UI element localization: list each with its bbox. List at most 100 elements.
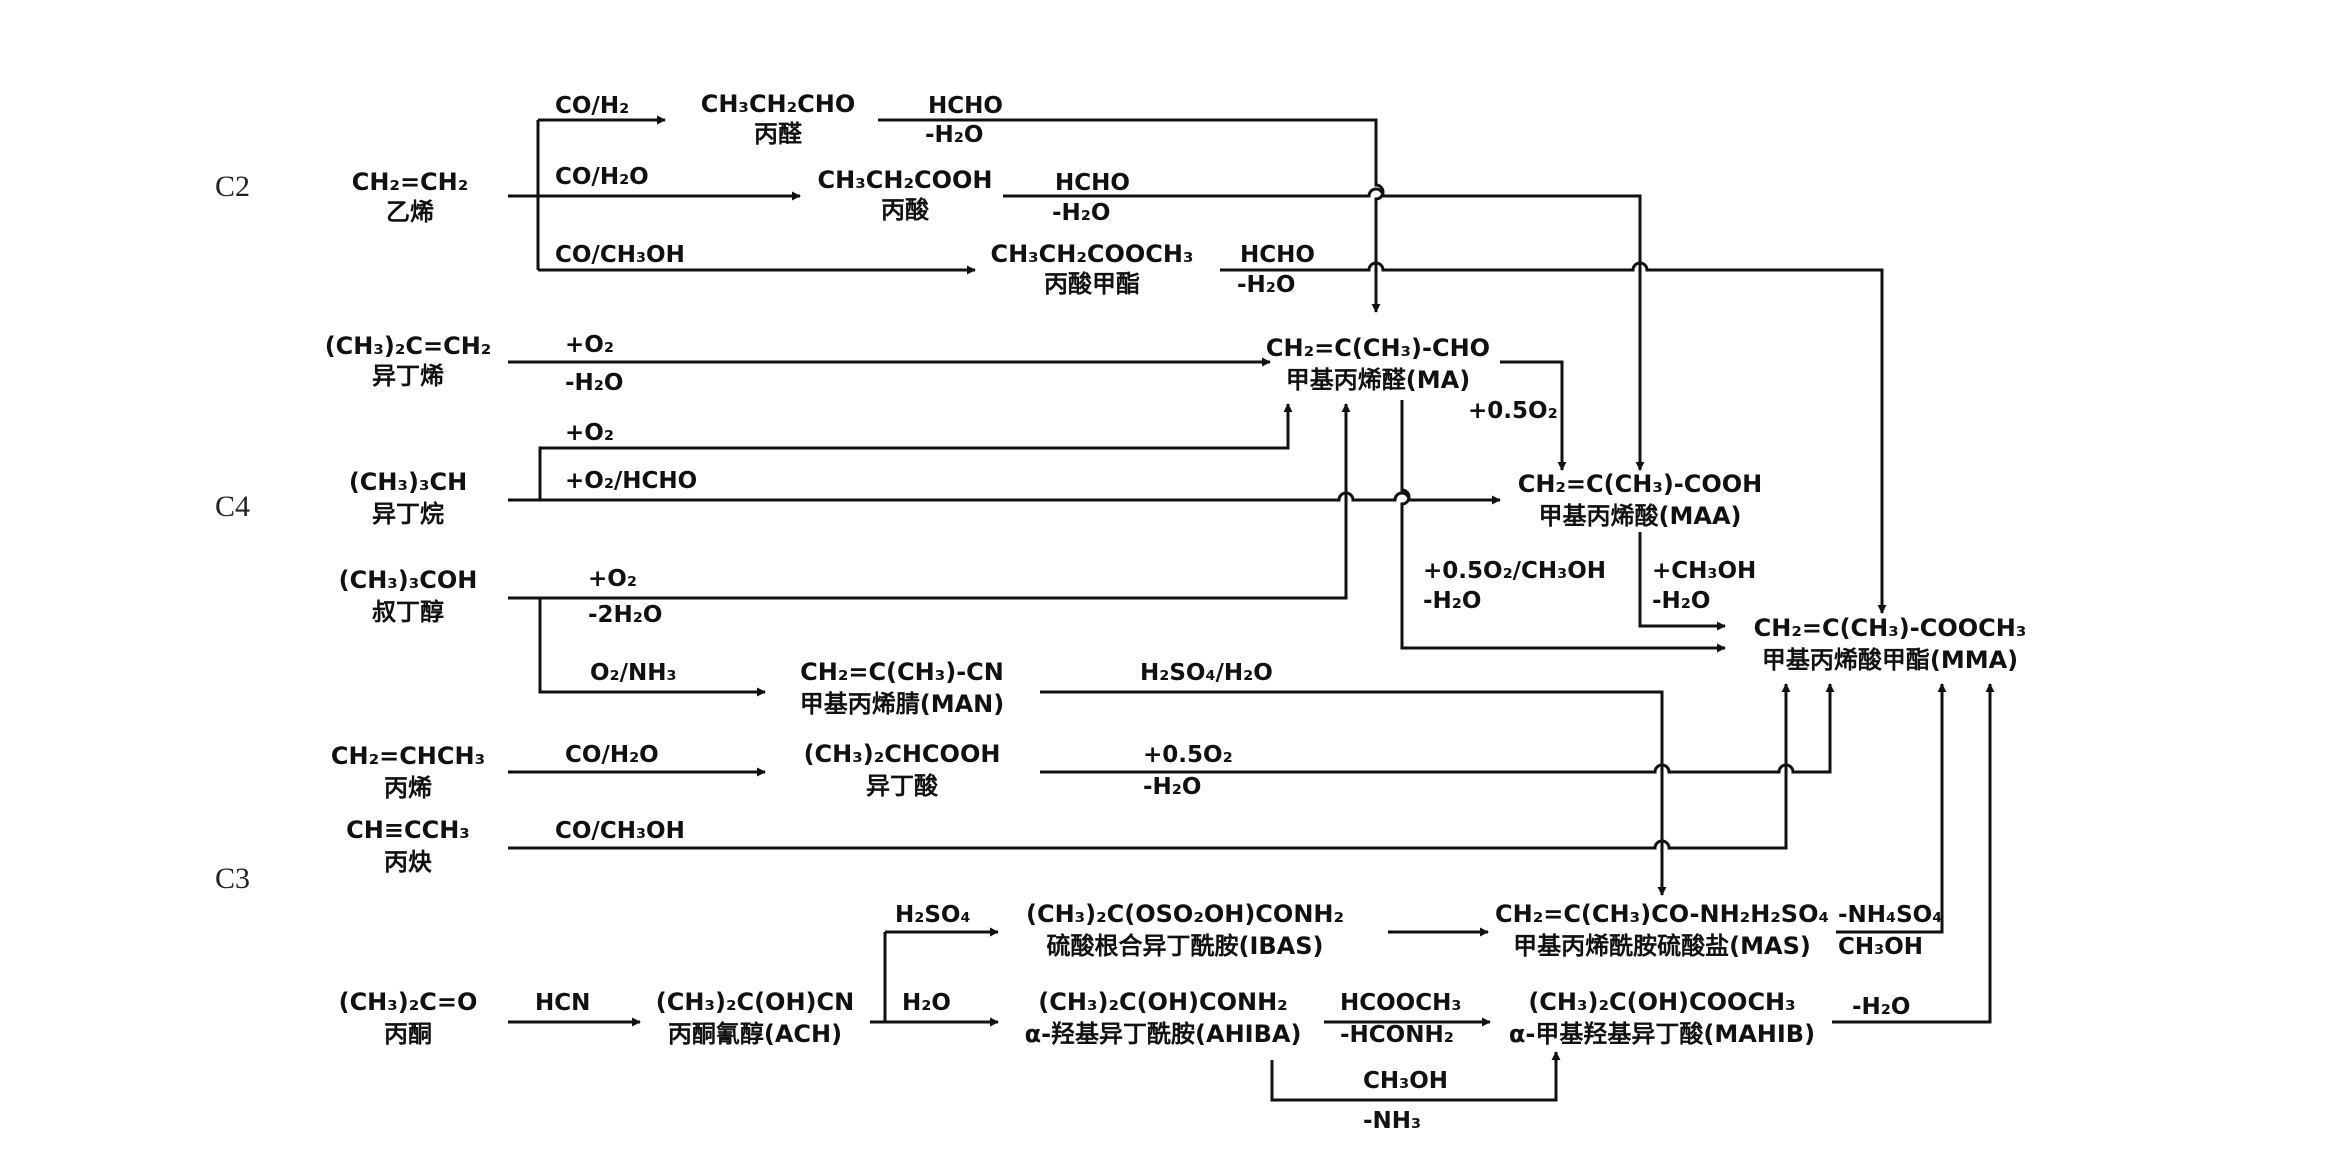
molecule-propanal: CH₃CH₂CHO 丙醛 <box>701 90 856 148</box>
condition-plus-o2: +O₂ <box>588 566 637 592</box>
condition-minus-nh3: -NH₃ <box>1363 1108 1421 1134</box>
arrow-man-to-mas <box>1040 690 1667 896</box>
molecule-name: 甲基丙烯酸(MAA) <box>1539 502 1742 530</box>
molecule-ma: CH₂=C(CH₃)-CHO 甲基丙烯醛(MA) <box>1266 334 1490 394</box>
molecule-name: 丙酸甲酯 <box>1044 270 1140 298</box>
group-label-c3: C3 <box>215 862 250 895</box>
molecule-propylene: CH₂=CHCH₃ 丙烯 <box>331 742 485 802</box>
molecule-formula: CH₂=C(CH₃)-COOCH₃ <box>1754 614 2027 642</box>
condition-h2so4: H₂SO₄ <box>895 902 971 928</box>
molecule-name: 丙醛 <box>754 120 803 148</box>
arrow-tba-to-ma <box>508 403 1351 600</box>
condition-minus-h2o: -H₂O <box>1652 588 1710 614</box>
condition-minus-h2o: -H₂O <box>925 122 983 148</box>
condition-hcn: HCN <box>535 990 590 1016</box>
arrow-ma-to-maa <box>1500 360 1567 471</box>
condition-minus-h2o: -H₂O <box>1143 774 1201 800</box>
molecule-formula: CH₃CH₂COOH <box>818 166 993 194</box>
group-label-c4: C4 <box>215 490 250 523</box>
condition-hcooch3: HCOOCH₃ <box>1340 990 1461 1016</box>
condition-co-h2: CO/H₂ <box>555 93 629 119</box>
molecule-propyne: CH≡CCH₃ 丙炔 <box>346 816 470 876</box>
condition-plus-ch3oh: +CH₃OH <box>1652 558 1756 584</box>
molecule-formula: CH₂=C(CH₃)-CHO <box>1266 334 1490 362</box>
molecule-formula: (CH₃)₂C(OH)COOCH₃ <box>1528 988 1795 1016</box>
molecule-isobutylene: (CH₃)₂C=CH₂ 异丁烯 <box>325 332 492 390</box>
molecule-mahib: (CH₃)₂C(OH)COOCH₃ α-甲基羟基异丁酸(MAHIB) <box>1509 988 1815 1048</box>
condition-ch3oh: CH₃OH <box>1363 1068 1448 1094</box>
molecule-formula: (CH₃)₂C(OH)CN <box>656 988 854 1016</box>
molecule-acetone: (CH₃)₂C=O 丙酮 <box>339 988 478 1048</box>
molecule-formula: (CH₃)₃CH <box>349 468 467 496</box>
condition-minus-2h2o: -2H₂O <box>588 602 662 628</box>
molecule-tba: (CH₃)₃COH 叔丁醇 <box>339 566 478 626</box>
arrow-isobutane-to-maa <box>508 491 1501 505</box>
molecule-ethylene: CH₂=CH₂ 乙烯 <box>352 168 469 226</box>
reaction-arrows <box>508 115 1995 1102</box>
molecule-name: 乙烯 <box>386 198 434 226</box>
molecule-formula: CH₂=CH₂ <box>352 168 469 196</box>
molecule-name: 丙炔 <box>384 848 432 876</box>
condition-minus-h2o: -H₂O <box>1423 588 1481 614</box>
molecule-name: 异丁酸 <box>866 772 939 800</box>
molecule-formula: CH₂=C(CH₃)-CN <box>800 658 1004 686</box>
condition-labels: CO/H₂ CO/H₂O CO/CH₃OH HCHO -H₂O HCHO -H₂… <box>535 93 1942 1134</box>
condition-plus-half-o2-ch3oh: +0.5O₂/CH₃OH <box>1423 558 1606 584</box>
molecule-formula: CH₂=C(CH₃)-COOH <box>1518 470 1763 498</box>
molecule-name: 丙酮 <box>384 1020 432 1048</box>
condition-plus-half-o2: +0.5O₂ <box>1143 742 1233 768</box>
molecule-name: 甲基丙烯腈(MAN) <box>800 690 1004 718</box>
molecule-name: 丙酮氰醇(ACH) <box>668 1020 842 1048</box>
molecule-ach: (CH₃)₂C(OH)CN 丙酮氰醇(ACH) <box>656 988 854 1048</box>
arrow-maa-to-mma <box>1638 532 1726 631</box>
molecule-propionic-acid: CH₃CH₂COOH 丙酸 <box>818 166 993 224</box>
molecule-name: 异丁烷 <box>372 500 444 528</box>
condition-h2so4-h2o: H₂SO₄/H₂O <box>1140 660 1273 686</box>
condition-co-ch3oh: CO/CH₃OH <box>555 242 685 268</box>
molecule-formula: (CH₃)₂C(OH)CONH₂ <box>1038 988 1287 1016</box>
arrow-tba-to-man <box>538 598 766 697</box>
arrow-propyne-to-mma <box>508 683 1791 850</box>
molecule-isobutane: (CH₃)₃CH 异丁烷 <box>349 468 467 528</box>
molecule-formula: (CH₃)₂C=CH₂ <box>325 332 492 360</box>
molecule-name: α-羟基异丁酰胺(AHIBA) <box>1025 1020 1302 1048</box>
molecule-formula: CH₃CH₂CHO <box>701 90 856 118</box>
molecule-man: CH₂=C(CH₃)-CN 甲基丙烯腈(MAN) <box>800 658 1004 718</box>
arrow-mahib-to-mma <box>1832 683 1995 1024</box>
molecule-name: 丙烯 <box>384 774 432 802</box>
molecule-formula: CH₂=CHCH₃ <box>331 742 485 770</box>
condition-plus-o2: +O₂ <box>565 332 614 358</box>
molecule-name: 异丁烯 <box>372 362 444 390</box>
group-label-c2: C2 <box>215 170 250 203</box>
condition-co-h2o: CO/H₂O <box>555 164 649 190</box>
condition-h2o: H₂O <box>902 990 951 1016</box>
molecule-formula: CH≡CCH₃ <box>346 816 470 844</box>
molecule-formula: (CH₃)₃COH <box>339 566 478 594</box>
molecule-name: 甲基丙烯酸甲酯(MMA) <box>1762 646 2018 674</box>
molecule-mas: CH₂=C(CH₃)CO-NH₂H₂SO₄ 甲基丙烯酰胺硫酸盐(MAS) <box>1495 900 1829 960</box>
condition-hcho: HCHO <box>928 93 1003 119</box>
condition-co-ch3oh: CO/CH₃OH <box>555 818 685 844</box>
molecule-formula: (CH₃)₂C=O <box>339 988 478 1016</box>
molecule-maa: CH₂=C(CH₃)-COOH 甲基丙烯酸(MAA) <box>1518 470 1763 530</box>
condition-minus-h2o: -H₂O <box>565 370 623 396</box>
condition-co-h2o: CO/H₂O <box>565 742 659 768</box>
condition-minus-nh4so4: -NH₄SO₄ <box>1838 902 1942 928</box>
arrow-mas-to-mma <box>1836 683 1947 934</box>
molecule-mma: CH₂=C(CH₃)-COOCH₃ 甲基丙烯酸甲酯(MMA) <box>1754 614 2027 674</box>
molecule-name: α-甲基羟基异丁酸(MAHIB) <box>1509 1020 1815 1048</box>
condition-hcho: HCHO <box>1055 170 1130 196</box>
arrow-isobutane-to-ma <box>538 403 1293 500</box>
condition-minus-h2o: -H₂O <box>1237 272 1295 298</box>
arrow-isobutyric-acid-to-mma <box>1040 683 1835 774</box>
condition-minus-h2o: -H₂O <box>1852 994 1910 1020</box>
molecule-name: 丙酸 <box>881 196 930 224</box>
molecule-ibas: (CH₃)₂C(OSO₂OH)CONH₂ 硫酸根合异丁酰胺(IBAS) <box>1026 900 1344 960</box>
molecule-isobutyric-acid: (CH₃)₂CHCOOH 异丁酸 <box>804 740 1001 800</box>
molecule-ahiba: (CH₃)₂C(OH)CONH₂ α-羟基异丁酰胺(AHIBA) <box>1025 988 1302 1048</box>
molecule-methyl-propionate: CH₃CH₂COOCH₃ 丙酸甲酯 <box>990 240 1193 298</box>
condition-plus-half-o2: +0.5O₂ <box>1468 398 1558 424</box>
condition-o2-nh3: O₂/NH₃ <box>590 660 677 686</box>
condition-minus-h2o: -H₂O <box>1052 200 1110 226</box>
